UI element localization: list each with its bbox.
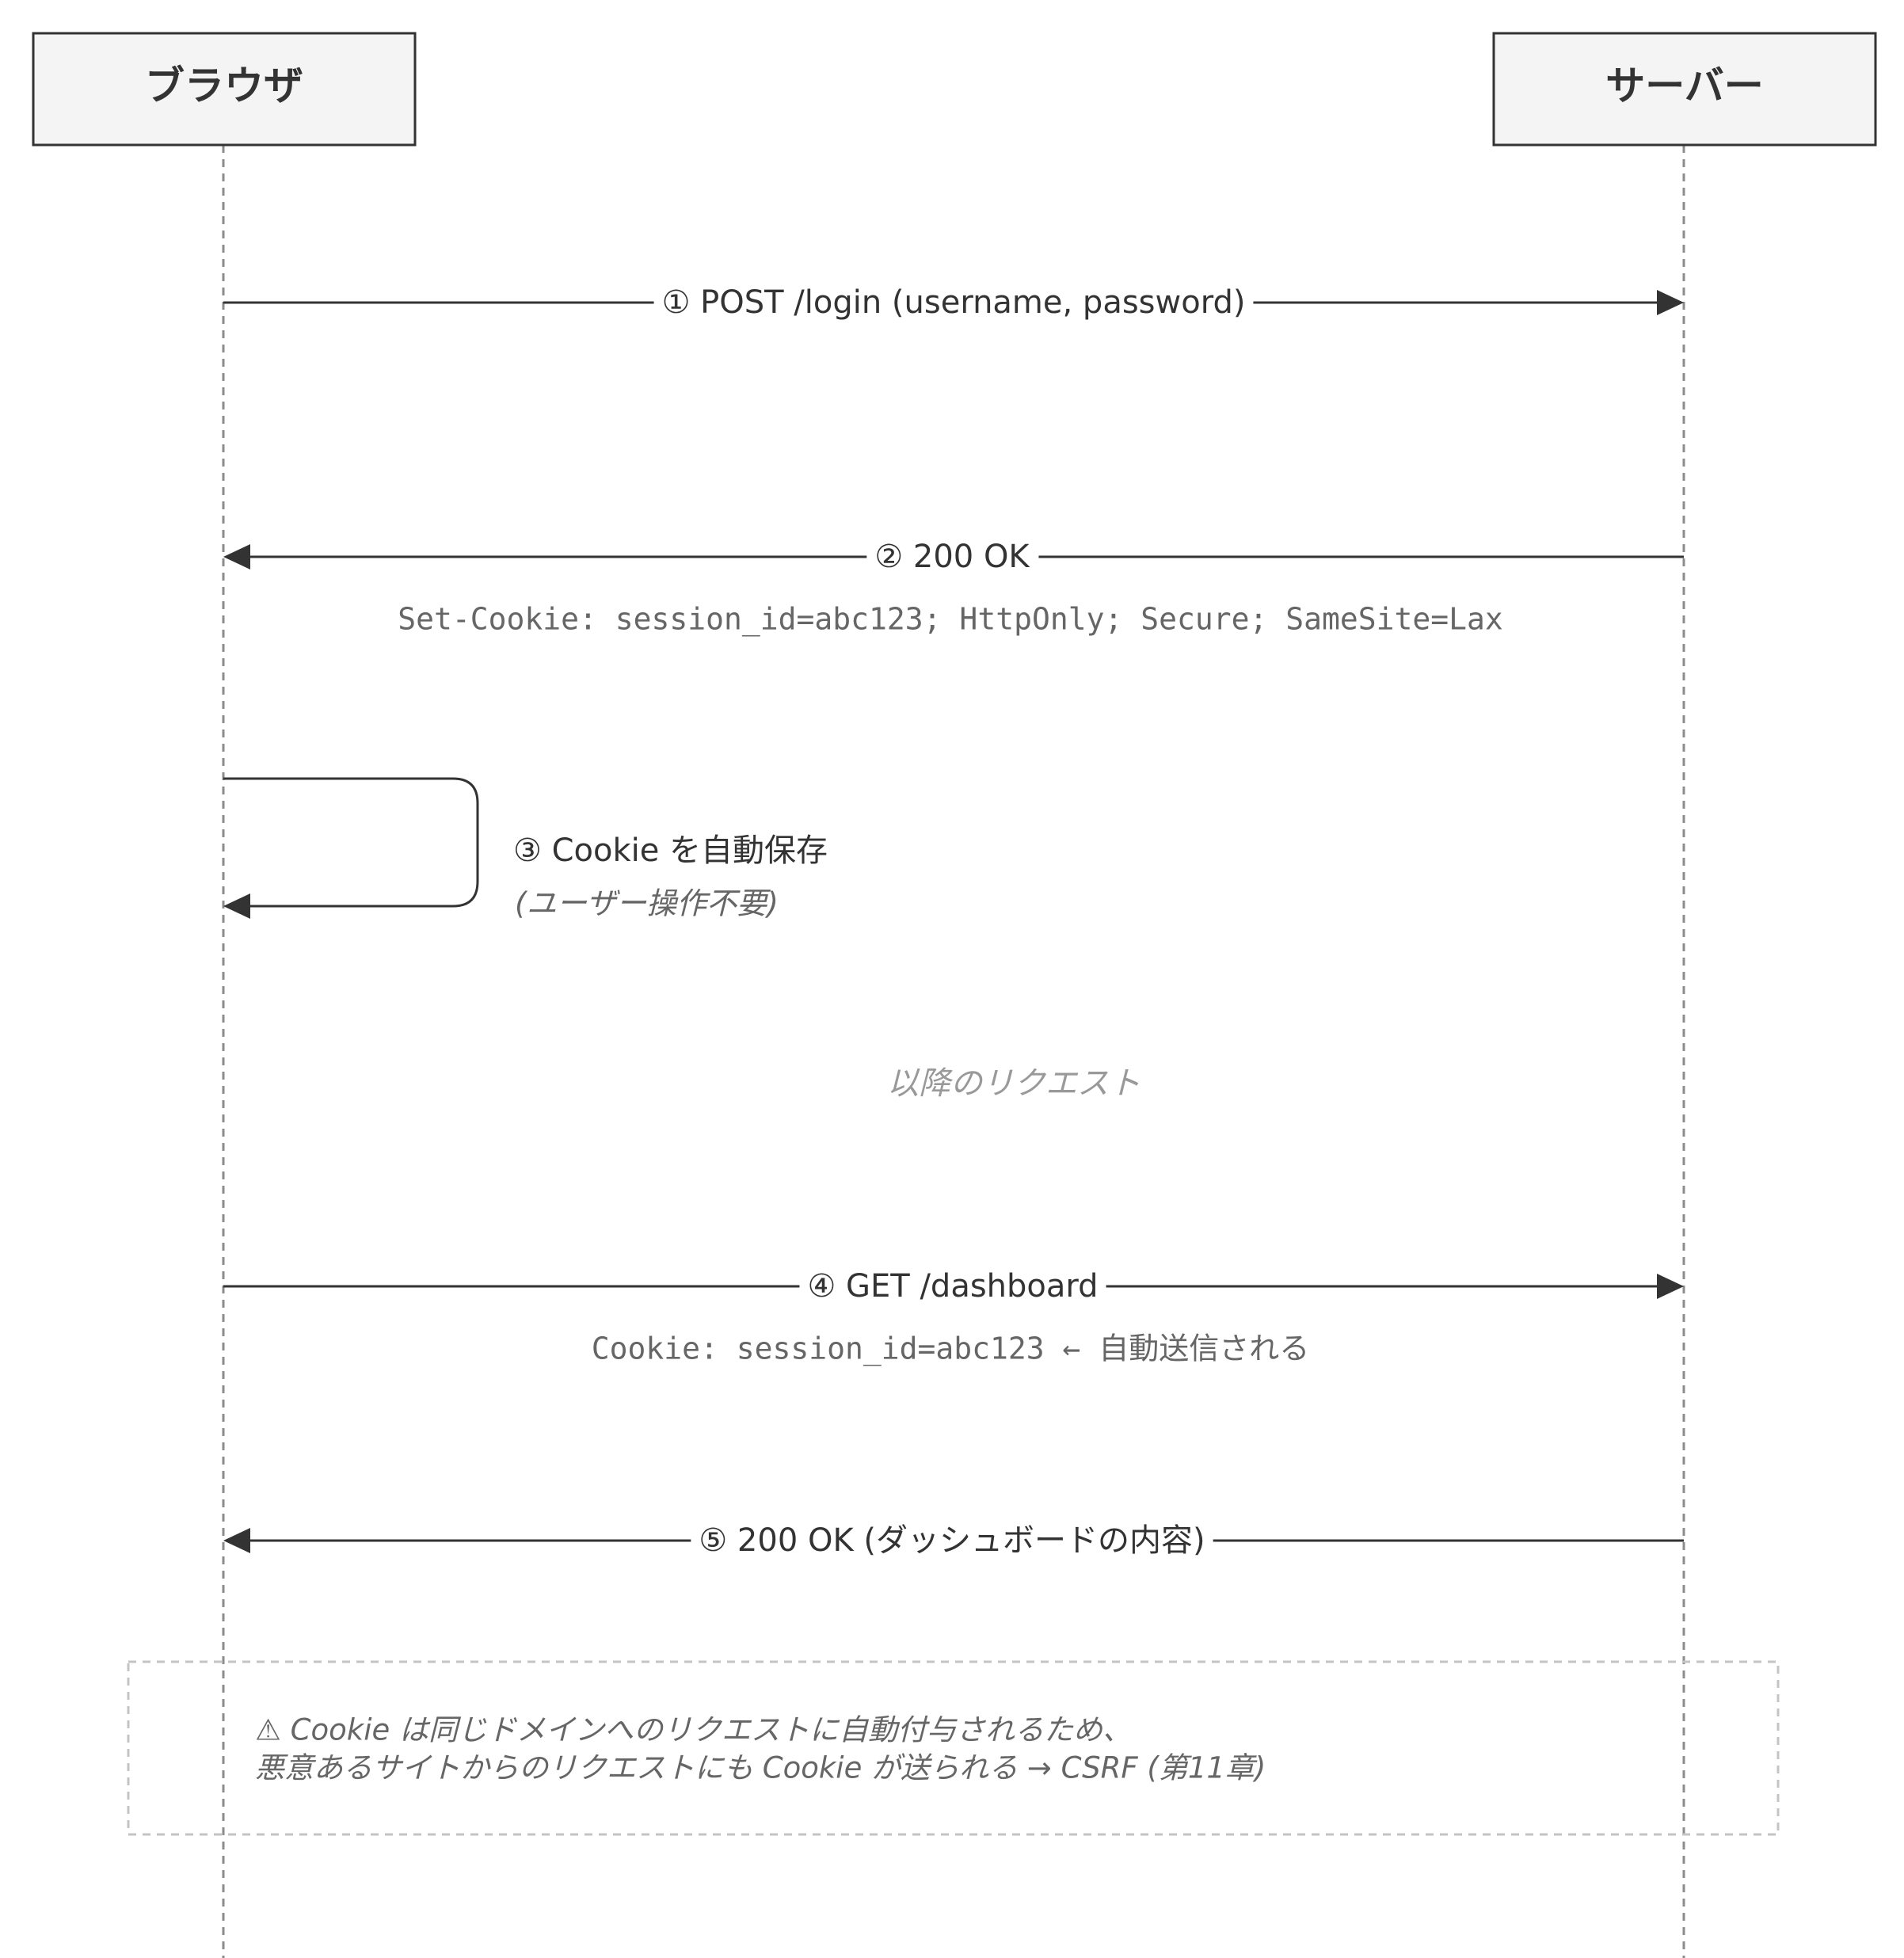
message-2-label-bg <box>866 533 1039 581</box>
message-4-label: ④ GET /dashboard <box>807 1268 1098 1305</box>
message-1-arrowhead <box>1657 290 1684 315</box>
message-1-label: ① POST /login (username, password) <box>662 284 1246 321</box>
participant-server-box <box>1492 32 1877 147</box>
message-5: ⑤ 200 OK (ダッシュボードの内容) <box>223 1517 1684 1564</box>
message-4: ④ GET /dashboard Cookie: session_id=abc1… <box>223 1263 1684 1367</box>
message-3-note: (ユーザー操作不要) <box>515 886 779 921</box>
csrf-warning-line-1: ⚠ Cookie は同じドメインへのリクエストに自動付与されるため、 <box>255 1713 1132 1747</box>
cookie-header-note: Cookie: session_id=abc123 ← 自動送信される <box>592 1331 1310 1367</box>
csrf-warning-line-2: 悪意あるサイトからのリクエストにも Cookie が送られる → CSRF (第… <box>255 1751 1266 1785</box>
participant-server: サーバー <box>1492 32 1877 147</box>
message-4-label-bg <box>799 1263 1106 1310</box>
participant-server-label: サーバー <box>1605 63 1764 109</box>
message-3-self-loop <box>223 777 479 908</box>
message-5-arrowhead <box>223 1528 250 1553</box>
message-2-arrowhead <box>223 544 250 569</box>
message-4-arrowhead <box>1657 1274 1684 1299</box>
message-2: ② 200 OK Set-Cookie: session_id=abc123; … <box>223 533 1684 638</box>
message-3-label: ③ Cookie を自動保存 <box>513 832 828 869</box>
message-1: ① POST /login (username, password) <box>223 279 1684 326</box>
message-3: ③ Cookie を自動保存 (ユーザー操作不要) <box>223 777 828 921</box>
csrf-warning-box <box>127 1660 1780 1836</box>
participant-browser-box <box>32 32 417 147</box>
message-1-label-bg <box>653 279 1254 326</box>
message-5-label: ⑤ 200 OK (ダッシュボードの内容) <box>699 1522 1205 1559</box>
message-2-label: ② 200 OK <box>874 539 1030 575</box>
participant-browser-label: ブラウザ <box>145 63 303 109</box>
section-label: 以降のリクエスト <box>887 1065 1140 1102</box>
set-cookie-header-note: Set-Cookie: session_id=abc123; HttpOnly;… <box>398 602 1503 638</box>
message-3-arrowhead <box>223 893 250 919</box>
participant-browser: ブラウザ <box>32 32 417 147</box>
message-5-label-bg <box>691 1517 1213 1564</box>
csrf-warning-note: ⚠ Cookie は同じドメインへのリクエストに自動付与されるため、 悪意あるサ… <box>127 1660 1780 1836</box>
